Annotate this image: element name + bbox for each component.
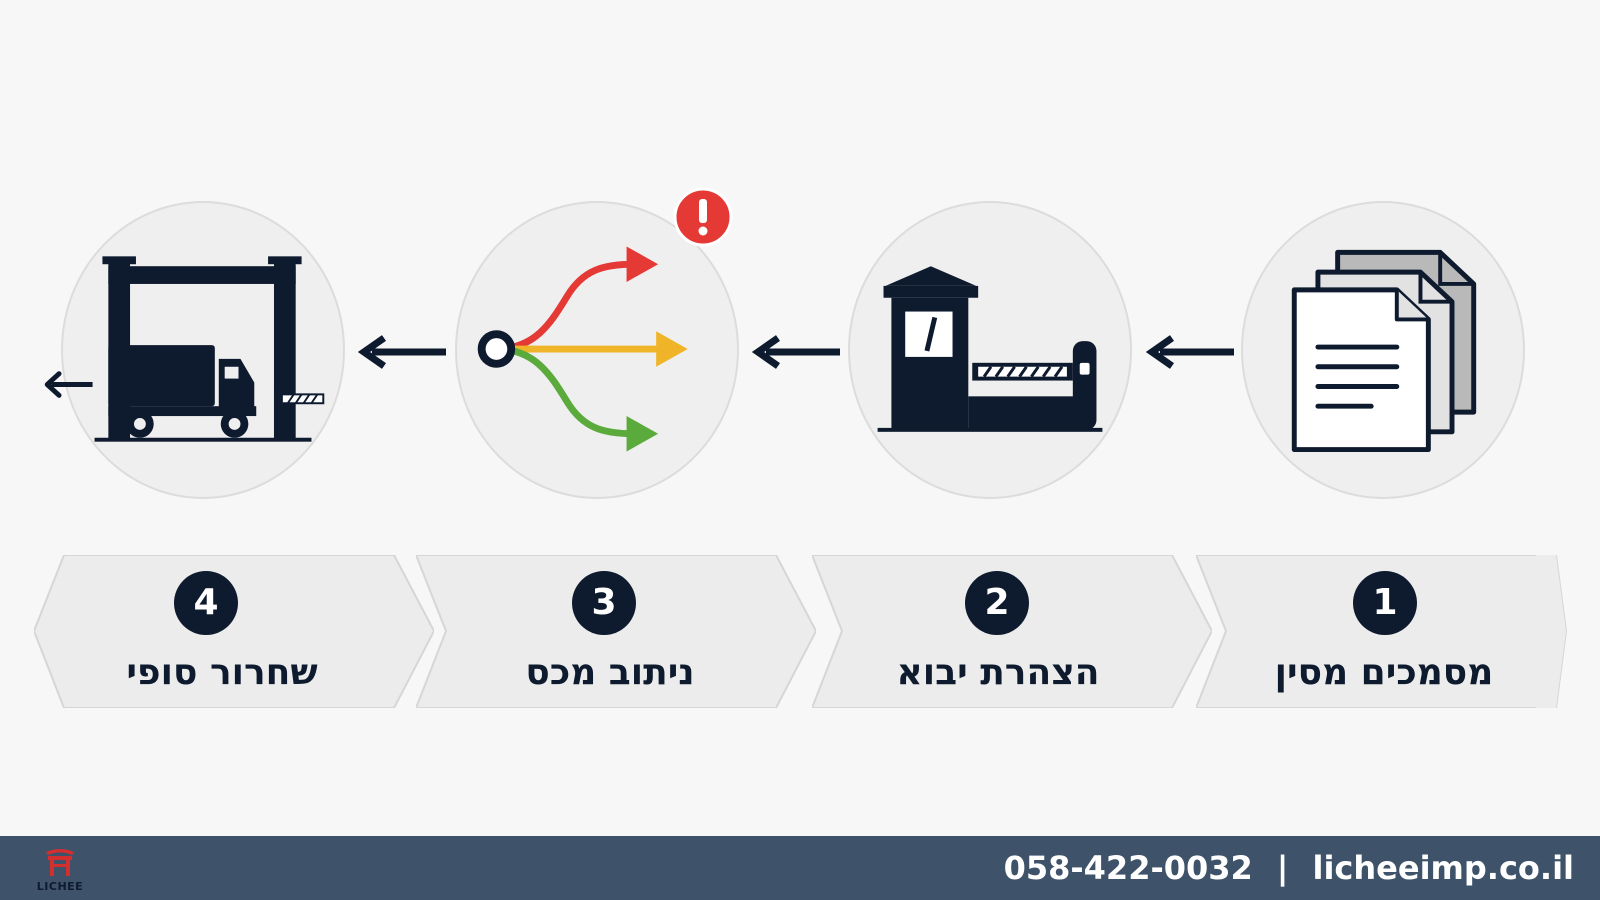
step-3-chevron: 3 ניתוב מכס [416,555,816,708]
step-2-number: 2 [965,571,1029,635]
step-2-label: הצהרת יבוא [896,652,1100,693]
step-2-chevron: 2 הצהרת יבוא [812,555,1212,708]
step-4-chevron: 4 שחרור סופי [34,555,434,708]
step-1-number: 1 [1353,571,1417,635]
step-1-icon-circle [1241,201,1525,499]
step-1-label: מסמכים מסין [1274,652,1494,693]
lichee-logo: LICHEE [30,844,90,894]
footer-bar: LICHEE 058-422-0032 | licheeimp.co.il [0,836,1600,900]
truck-gate-release-icon [44,256,325,442]
customs-booth-barrier-icon [877,266,1103,432]
documents-icon [1291,249,1477,453]
contact-separator: | [1276,849,1289,887]
gate-logo-icon [46,849,74,876]
website-link[interactable]: licheeimp.co.il [1312,849,1574,887]
flow-arrow-3-to-4 [357,332,448,372]
step-4-icon-circle [44,201,345,499]
contact-info: 058-422-0032 | licheeimp.co.il [1004,836,1574,900]
logo-text: LICHEE [36,880,84,893]
routing-arrows-icon [477,246,688,452]
step-3-icon-circle [455,201,739,499]
flow-arrow-1-to-2 [1145,332,1236,372]
phone-number[interactable]: 058-422-0032 [1003,849,1253,887]
step-3-number: 3 [572,571,636,635]
alert-icon [673,187,733,247]
step-4-number: 4 [174,571,238,635]
step-4-label: שחרור סופי [126,652,318,693]
step-2-icon-circle [848,201,1132,499]
flow-arrow-2-to-3 [751,332,842,372]
step-3-label: ניתוב מכס [525,652,695,693]
step-1-chevron: 1 מסמכים מסין [1196,555,1596,708]
process-diagram: 4 שחרור סופי 3 ניתוב מכס 2 הצהרת יבוא 1 … [34,187,1596,708]
